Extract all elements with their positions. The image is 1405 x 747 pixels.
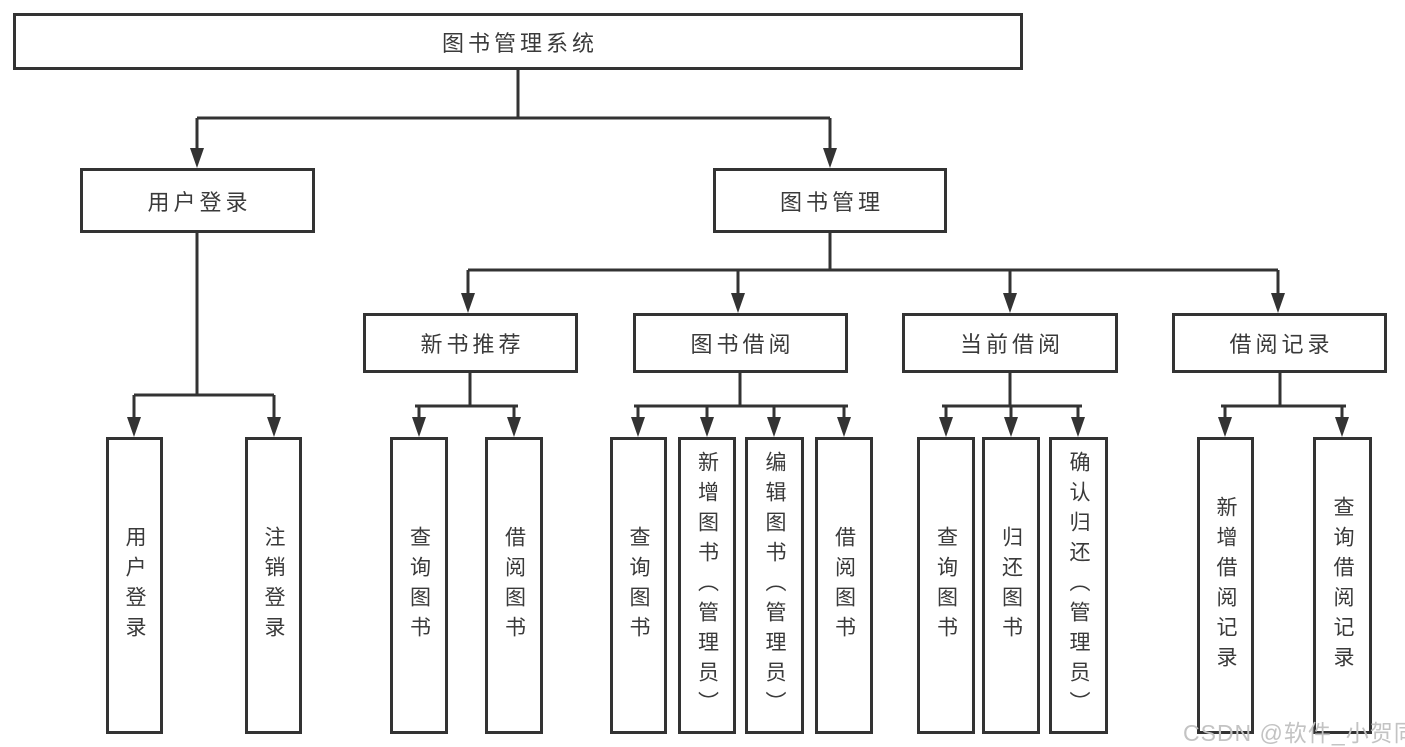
node-book-borrowing: 图书借阅: [633, 313, 848, 373]
leaf-edit-book-admin: 编辑图书（管理员）: [745, 437, 804, 734]
leaf-user-login-label: 用户登录: [123, 525, 146, 646]
leaf-borrow-books-recommend-label: 借阅图书: [502, 525, 526, 646]
node-book-borrowing-label: 图书借阅: [690, 332, 795, 357]
leaf-borrow-books-recommend: 借阅图书: [485, 437, 543, 734]
leaf-edit-book-admin-label: 编辑图书（管理员）: [763, 450, 786, 721]
leaf-add-book-admin-label: 新增图书（管理员）: [695, 450, 719, 721]
leaf-confirm-return-admin: 确认归还（管理员）: [1049, 437, 1108, 734]
node-borrowing-records-label: 借阅记录: [1229, 332, 1334, 357]
leaf-return-book: 归还图书: [982, 437, 1040, 734]
leaf-query-books-current-label: 查询图书: [934, 525, 958, 646]
leaf-add-book-admin: 新增图书（管理员）: [678, 437, 736, 734]
node-current-borrowing-label: 当前借阅: [959, 332, 1064, 357]
leaf-query-books-borrowing: 查询图书: [610, 437, 667, 734]
leaf-query-borrow-record-label: 查询借阅记录: [1331, 495, 1354, 676]
leaf-query-books-recommend: 查询图书: [390, 437, 448, 734]
node-user-login: 用户登录: [80, 168, 315, 233]
arrowheads: [127, 148, 1349, 437]
node-root-system-label: 图书管理系统: [441, 30, 598, 56]
leaf-add-borrow-record: 新增借阅记录: [1197, 437, 1254, 734]
node-borrowing-records: 借阅记录: [1172, 313, 1387, 373]
leaf-add-borrow-record-label: 新增借阅记录: [1214, 495, 1237, 676]
leaf-logout-label: 注销登录: [262, 525, 285, 646]
leaf-return-book-label: 归还图书: [999, 525, 1023, 646]
leaf-query-books-borrowing-label: 查询图书: [627, 525, 650, 646]
node-root-system: 图书管理系统: [13, 13, 1023, 70]
node-book-management-label: 图书管理: [779, 189, 884, 215]
leaf-borrow-books-label: 借阅图书: [832, 525, 856, 646]
leaf-borrow-books: 借阅图书: [815, 437, 873, 734]
leaf-query-borrow-record: 查询借阅记录: [1313, 437, 1372, 734]
csdn-watermark: CSDN @软件_小贺同学: [1183, 720, 1405, 746]
node-new-book-recommend: 新书推荐: [363, 313, 578, 373]
leaf-user-login: 用户登录: [106, 437, 163, 734]
node-new-book-recommend-label: 新书推荐: [420, 332, 525, 357]
leaf-query-books-recommend-label: 查询图书: [407, 525, 431, 646]
node-current-borrowing: 当前借阅: [902, 313, 1118, 373]
leaf-logout: 注销登录: [245, 437, 302, 734]
leaf-confirm-return-admin-label: 确认归还（管理员）: [1067, 450, 1090, 721]
leaf-query-books-current: 查询图书: [917, 437, 975, 734]
node-book-management: 图书管理: [713, 168, 947, 233]
node-user-login-label: 用户登录: [147, 189, 252, 215]
